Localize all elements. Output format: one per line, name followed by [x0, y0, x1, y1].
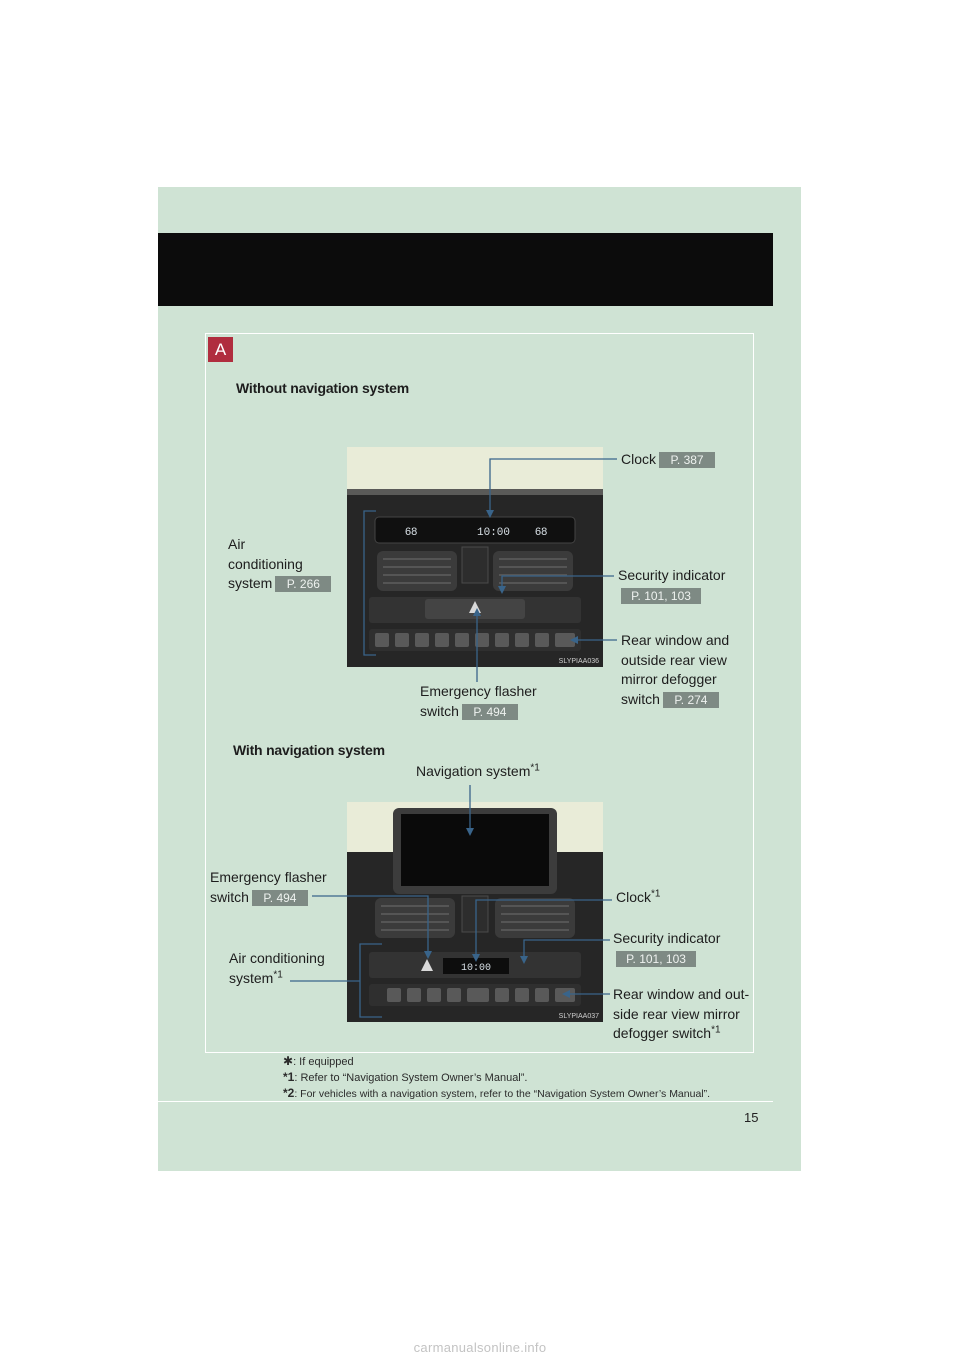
- label-flasher-line1: Emergency flasher: [420, 683, 537, 699]
- footnote-mark-2: *2: [283, 1086, 295, 1100]
- callout-air-bracket: [363, 510, 376, 656]
- air-nav-footnote-mark: *1: [273, 968, 283, 980]
- footnote-mark-equipped: ✱: [283, 1054, 294, 1068]
- label-security-text: Security indicator: [618, 567, 726, 583]
- footnote-mark-1: *1: [283, 1070, 295, 1084]
- label-rear-nav-line3: defogger switch: [613, 1025, 712, 1041]
- label-air-line3: system: [228, 575, 273, 591]
- label-air-line1: Air: [228, 536, 246, 552]
- section-badge: A: [208, 337, 233, 362]
- label-air-conditioning-nav: Air conditioning system*1: [229, 949, 325, 988]
- label-air-nav-line1: Air conditioning: [229, 950, 325, 966]
- callout-clock: [489, 458, 617, 515]
- label-rear-line1: Rear window and: [621, 632, 730, 648]
- label-security-indicator: Security indicator P. 101, 103: [618, 566, 725, 604]
- callout-flasher-nav: [312, 895, 429, 955]
- label-security-nav-text: Security indicator: [613, 930, 721, 946]
- label-flasher-nav-line2: switch: [210, 888, 249, 905]
- callout-clock-nav: [475, 899, 612, 958]
- label-clock-nav-text: Clock: [616, 889, 652, 905]
- footnote-text-2: : For vehicles with a navigation system,…: [294, 1088, 711, 1100]
- ref-clock: P. 387: [659, 452, 716, 469]
- photo-code-037: SLYPIAA037: [558, 1013, 599, 1020]
- heading-without-navigation: Without navigation system: [236, 380, 410, 396]
- footnote-divider: [158, 1101, 773, 1102]
- label-rear-line2: outside rear view: [621, 651, 727, 668]
- nav-footnote-mark: *1: [530, 762, 540, 774]
- ref-emergency-flasher-nav: P. 494: [251, 889, 308, 906]
- footnote-text-equipped: : If equipped: [293, 1056, 354, 1068]
- label-security-indicator-nav: Security indicator P. 101, 103: [613, 929, 720, 967]
- label-clock-nav: Clock*1: [616, 888, 660, 908]
- ref-security-indicator: P. 101, 103: [621, 587, 701, 604]
- label-air-line2: conditioning: [228, 555, 303, 572]
- page-number: 15: [744, 1110, 759, 1125]
- label-flasher-nav-line1: Emergency flasher: [210, 869, 327, 885]
- footnote-text-1: : Refer to “Navigation System Owner’s Ma…: [294, 1072, 528, 1084]
- ref-security-indicator-nav: P. 101, 103: [616, 950, 696, 967]
- label-rear-nav-line2: side rear view mirror: [613, 1005, 740, 1022]
- label-rear-line3: mirror defogger: [621, 671, 717, 687]
- display-temp-right: 68: [535, 526, 547, 538]
- photo-console-with-navigation: 10:00 SLYPIAA037: [347, 802, 603, 1022]
- footnote-1: *1: Refer to “Navigation System Owner’s …: [283, 1070, 527, 1085]
- label-rear-window-nav: Rear window and out- side rear view mirr…: [613, 985, 749, 1044]
- label-flasher-line2: switch: [420, 702, 459, 719]
- callout-security-nav: [523, 939, 610, 960]
- ref-emergency-flasher: P. 494: [461, 703, 518, 720]
- illustration-panel: [205, 333, 754, 1053]
- footnote-if-equipped: ✱: If equipped: [283, 1054, 354, 1069]
- console-illustration-without-navigation: 68 10:00 68: [347, 447, 603, 667]
- label-navigation-system: Navigation system*1: [416, 762, 540, 782]
- clock-nav-footnote-mark: *1: [651, 888, 661, 900]
- display-clock-time: 10:00: [477, 527, 510, 539]
- watermark: carmanualsonline.info: [413, 1340, 547, 1355]
- label-nav-text: Navigation system: [416, 763, 531, 779]
- heading-with-navigation: With navigation system: [233, 742, 385, 758]
- photo-code-036: SLYPIAA036: [558, 658, 599, 665]
- label-rear-window: Rear window and outside rear view mirror…: [621, 631, 729, 709]
- callout-security: [501, 575, 614, 590]
- photo-console-without-navigation: 68 10:00 68 SLYPIAA036: [347, 447, 603, 667]
- label-rear-line4: switch: [621, 690, 660, 707]
- label-clock-text: Clock: [621, 451, 657, 467]
- header-bar: [158, 233, 773, 306]
- ref-air-conditioning: P. 266: [275, 576, 332, 593]
- footnote-2: *2: For vehicles with a navigation syste…: [283, 1086, 710, 1101]
- console-illustration-with-navigation: 10:00: [347, 802, 603, 1022]
- display-clock-time-nav: 10:00: [461, 963, 491, 974]
- callout-air-bracket-nav: [359, 943, 382, 1018]
- ref-rear-window: P. 274: [662, 691, 719, 708]
- label-air-nav-line2: system: [229, 969, 274, 986]
- display-temp-left: 68: [405, 526, 417, 538]
- rear-nav-footnote-mark: *1: [711, 1024, 721, 1036]
- label-rear-nav-line1: Rear window and out-: [613, 986, 750, 1002]
